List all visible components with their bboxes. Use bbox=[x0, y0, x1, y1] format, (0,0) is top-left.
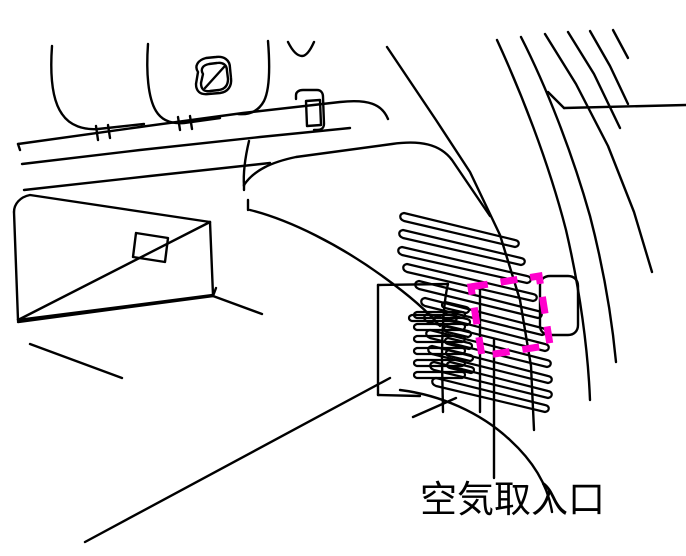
cargo-floor-right-edge bbox=[398, 388, 554, 514]
air-intake-highlight bbox=[466, 272, 555, 360]
main-vent-grille bbox=[397, 211, 553, 414]
rear-window bbox=[543, 28, 654, 274]
cargo-trim-lower-panel bbox=[376, 282, 450, 398]
ceiling-detail-curve bbox=[286, 40, 316, 58]
trim-panel-cutout bbox=[131, 231, 170, 264]
seatbelt-guide-ring bbox=[194, 55, 233, 96]
small-vent-grille-left bbox=[407, 313, 459, 323]
cargo-floor bbox=[16, 286, 392, 544]
air-intake-label: 空気取入口 bbox=[420, 478, 605, 521]
coat-hook bbox=[294, 88, 326, 132]
headrest-left bbox=[50, 44, 146, 131]
defroster-lines bbox=[546, 90, 686, 110]
rear-seat-back bbox=[16, 100, 390, 152]
cargo-side-trim bbox=[242, 139, 492, 328]
parcel-shelf bbox=[20, 126, 352, 192]
small-vent-grille bbox=[412, 310, 467, 380]
rear-pillar bbox=[385, 35, 618, 432]
